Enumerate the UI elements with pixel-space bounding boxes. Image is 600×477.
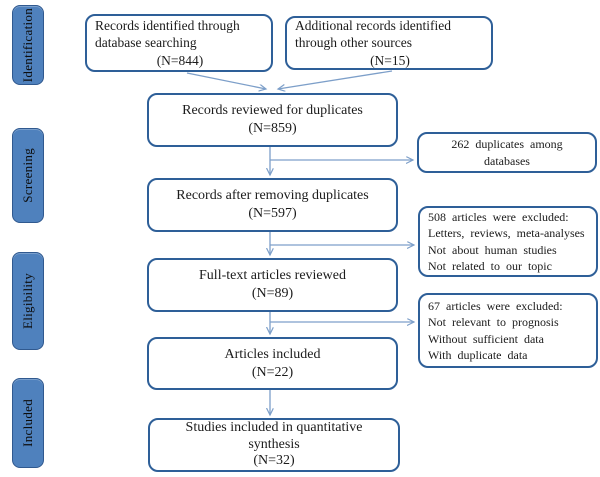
box-articles-included-count: (N=22) [251, 364, 294, 380]
stage-eligibility: Eligibility [12, 252, 44, 350]
box-quantitative-synthesis-count: (N=32) [253, 453, 295, 469]
box-additional-records-line1: Additional records identified [295, 18, 451, 34]
box-records-reviewed-line1: Records reviewed for duplicates [182, 103, 363, 119]
box-records-after-dedup-count: (N=597) [248, 206, 297, 221]
box-excluded-508: 508 articles were excluded: Letters, rev… [418, 206, 598, 277]
box-records-after-dedup: Records after removing duplicates (N=597… [147, 178, 398, 232]
stage-included: Included [12, 378, 44, 468]
box-excluded-67-line1: 67 articles were excluded: [428, 299, 563, 314]
box-records-after-dedup-line1: Records after removing duplicates [176, 188, 369, 204]
box-fulltext-reviewed: Full-text articles reviewed (N=89) [147, 258, 398, 312]
box-fulltext-reviewed-line1: Full-text articles reviewed [199, 268, 346, 284]
box-records-identified-count: (N=844) [156, 52, 204, 68]
box-duplicates-excluded: 262 duplicates among databases [417, 132, 597, 173]
stage-screening: Screening [12, 128, 44, 223]
box-excluded-508-line4: Not related to our topic [428, 258, 552, 273]
box-fulltext-reviewed-count: (N=89) [251, 286, 294, 301]
box-additional-records: Additional records identified through ot… [285, 16, 493, 70]
arrow-other-to-reviewed [278, 70, 393, 89]
box-articles-included-line1: Articles included [224, 346, 321, 362]
box-records-reviewed-count: (N=859) [248, 121, 297, 136]
stage-identification-label: Identification [20, 7, 35, 83]
box-excluded-67: 67 articles were excluded: Not relevant … [418, 293, 598, 368]
stage-screening-label: Screening [20, 148, 35, 203]
box-records-identified: Records identified through database sear… [85, 14, 273, 72]
box-records-identified-line2: database searching [95, 35, 197, 51]
box-excluded-508-line3: Not about human studies [428, 242, 557, 257]
box-records-reviewed: Records reviewed for duplicates (N=859) [147, 93, 398, 147]
box-quantitative-synthesis-line1: Studies included in quantitative [185, 419, 363, 435]
box-additional-records-count: (N=15) [370, 52, 410, 68]
box-excluded-67-line2: Not relevant to prognosis [428, 315, 559, 330]
box-excluded-508-line1: 508 articles were excluded: [428, 210, 569, 225]
box-excluded-508-line2: Letters, reviews, meta-analyses [428, 226, 585, 241]
box-additional-records-line2: through other sources [295, 35, 412, 51]
box-quantitative-synthesis-line2: synthesis [248, 436, 300, 452]
arrow-db-to-reviewed [186, 72, 266, 89]
box-quantitative-synthesis: Studies included in quantitative synthes… [148, 418, 400, 472]
box-excluded-67-line3: Without sufficient data [428, 331, 544, 346]
box-excluded-67-line4: With duplicate data [428, 347, 528, 362]
stage-identification: Identification [12, 5, 44, 85]
stage-eligibility-label: Eligibility [20, 272, 35, 330]
box-articles-included: Articles included (N=22) [147, 337, 398, 390]
box-duplicates-excluded-line1: 262 duplicates among databases [451, 137, 563, 168]
box-records-identified-line1: Records identified through [95, 18, 240, 34]
stage-included-label: Included [20, 399, 35, 447]
